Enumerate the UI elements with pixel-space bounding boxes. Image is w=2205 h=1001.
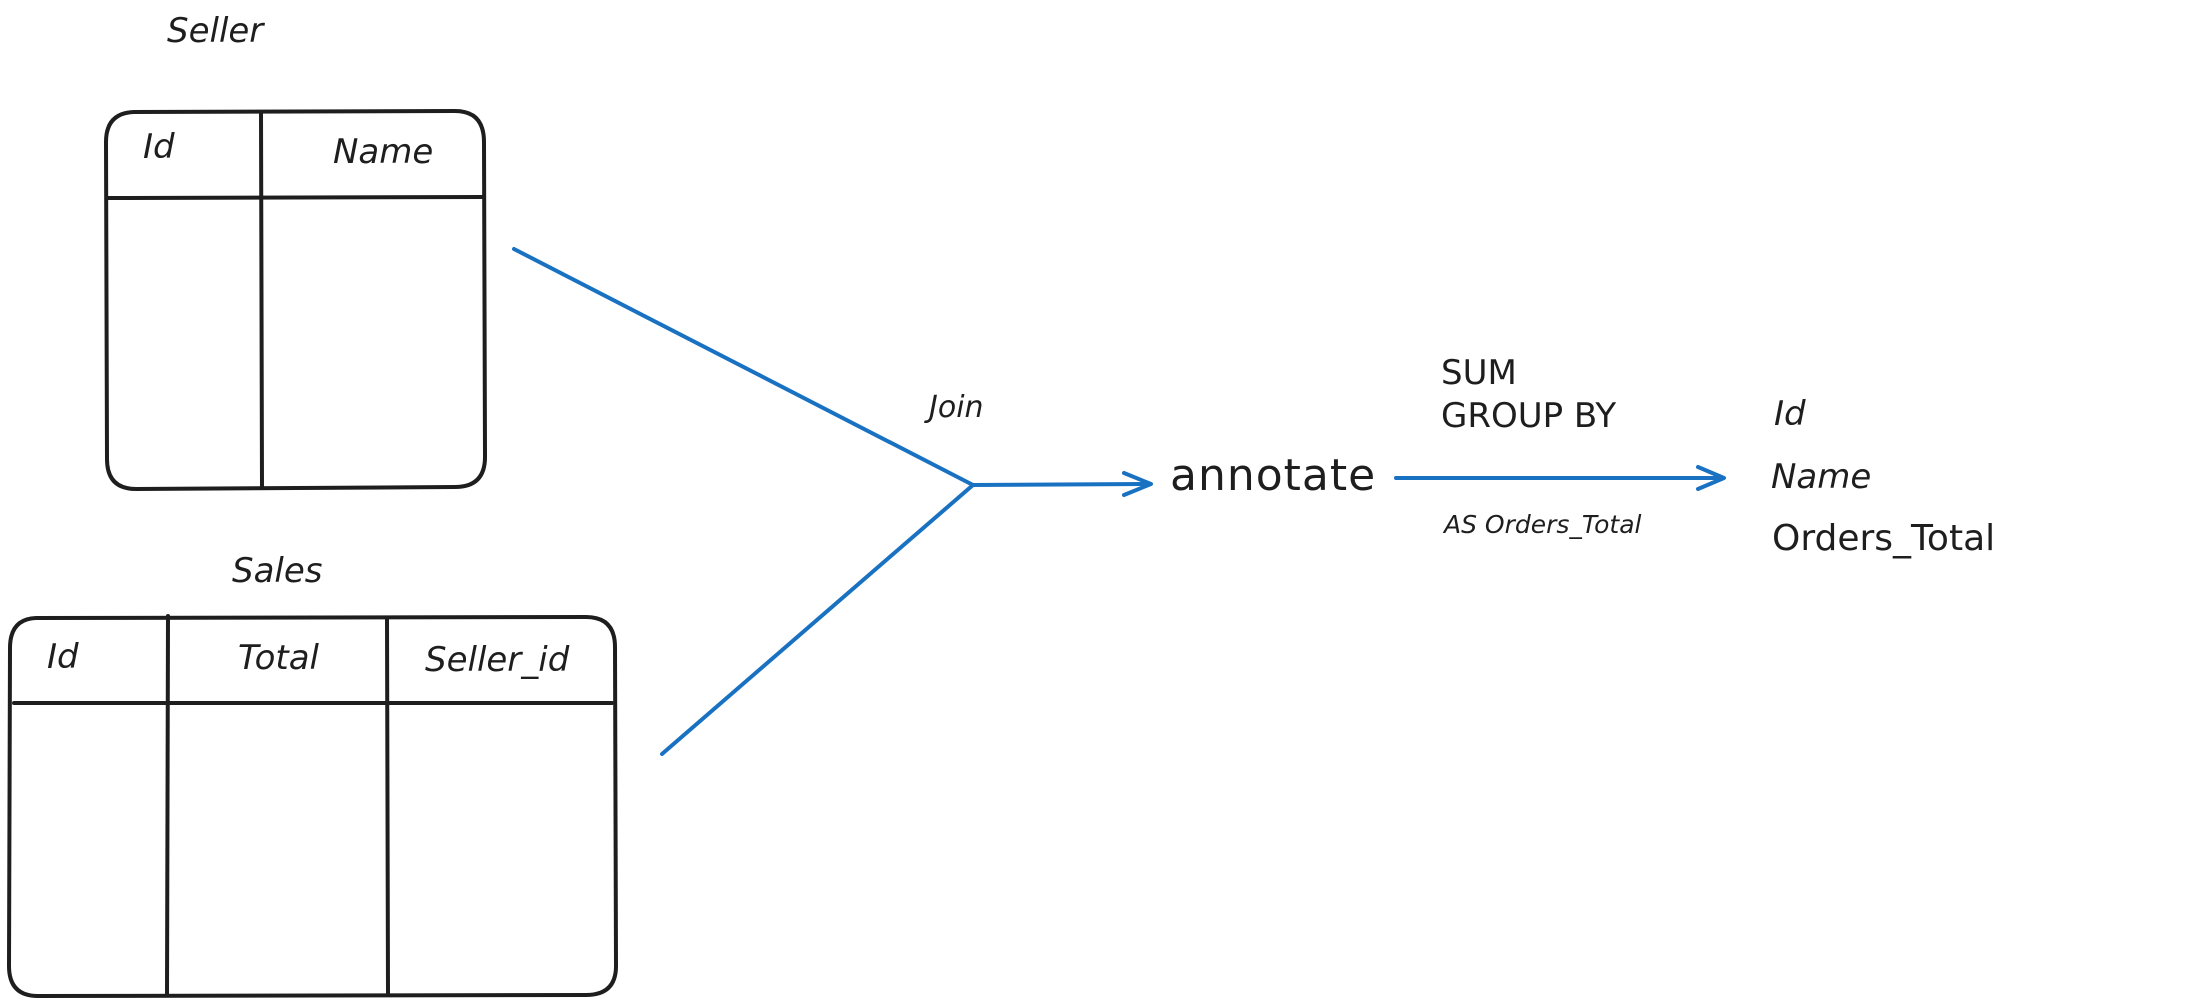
annotate-label: annotate xyxy=(1170,450,1377,501)
result-field-id: Id xyxy=(1774,394,1806,434)
seller-table-title: Seller xyxy=(167,11,264,51)
sales-column-seller-id: Seller_id xyxy=(425,640,570,680)
sales-table-column-divider-1 xyxy=(165,614,170,996)
sales-table-title: Sales xyxy=(232,551,323,591)
annotate-to-result-arrowhead xyxy=(1696,465,1726,491)
aggregation-group-by: GROUP BY xyxy=(1441,396,1617,436)
result-field-orders-total: Orders_Total xyxy=(1772,518,1996,559)
seller-table xyxy=(104,109,487,491)
join-connectors xyxy=(512,247,1726,756)
seller-table-border xyxy=(104,109,487,491)
result-field-name: Name xyxy=(1771,457,1872,497)
join-to-annotate-arrow xyxy=(971,482,1152,487)
seller-table-header-divider xyxy=(106,195,485,200)
sales-column-id: Id xyxy=(47,637,79,677)
sales-table-border xyxy=(7,615,618,998)
sales-table xyxy=(7,614,618,998)
sales-table-column-divider-2 xyxy=(385,616,390,997)
join-to-annotate-arrowhead xyxy=(1122,471,1153,497)
aggregation-alias: AS Orders_Total xyxy=(1444,510,1642,539)
sales-column-total: Total xyxy=(238,638,319,678)
seller-column-id: Id xyxy=(143,127,175,167)
seller-join-line xyxy=(512,247,975,487)
aggregation-sum: SUM xyxy=(1441,353,1517,393)
join-label: Join xyxy=(929,390,984,425)
seller-column-name: Name xyxy=(333,132,434,172)
seller-table-column-divider xyxy=(259,110,264,490)
sales-join-line xyxy=(660,483,975,756)
